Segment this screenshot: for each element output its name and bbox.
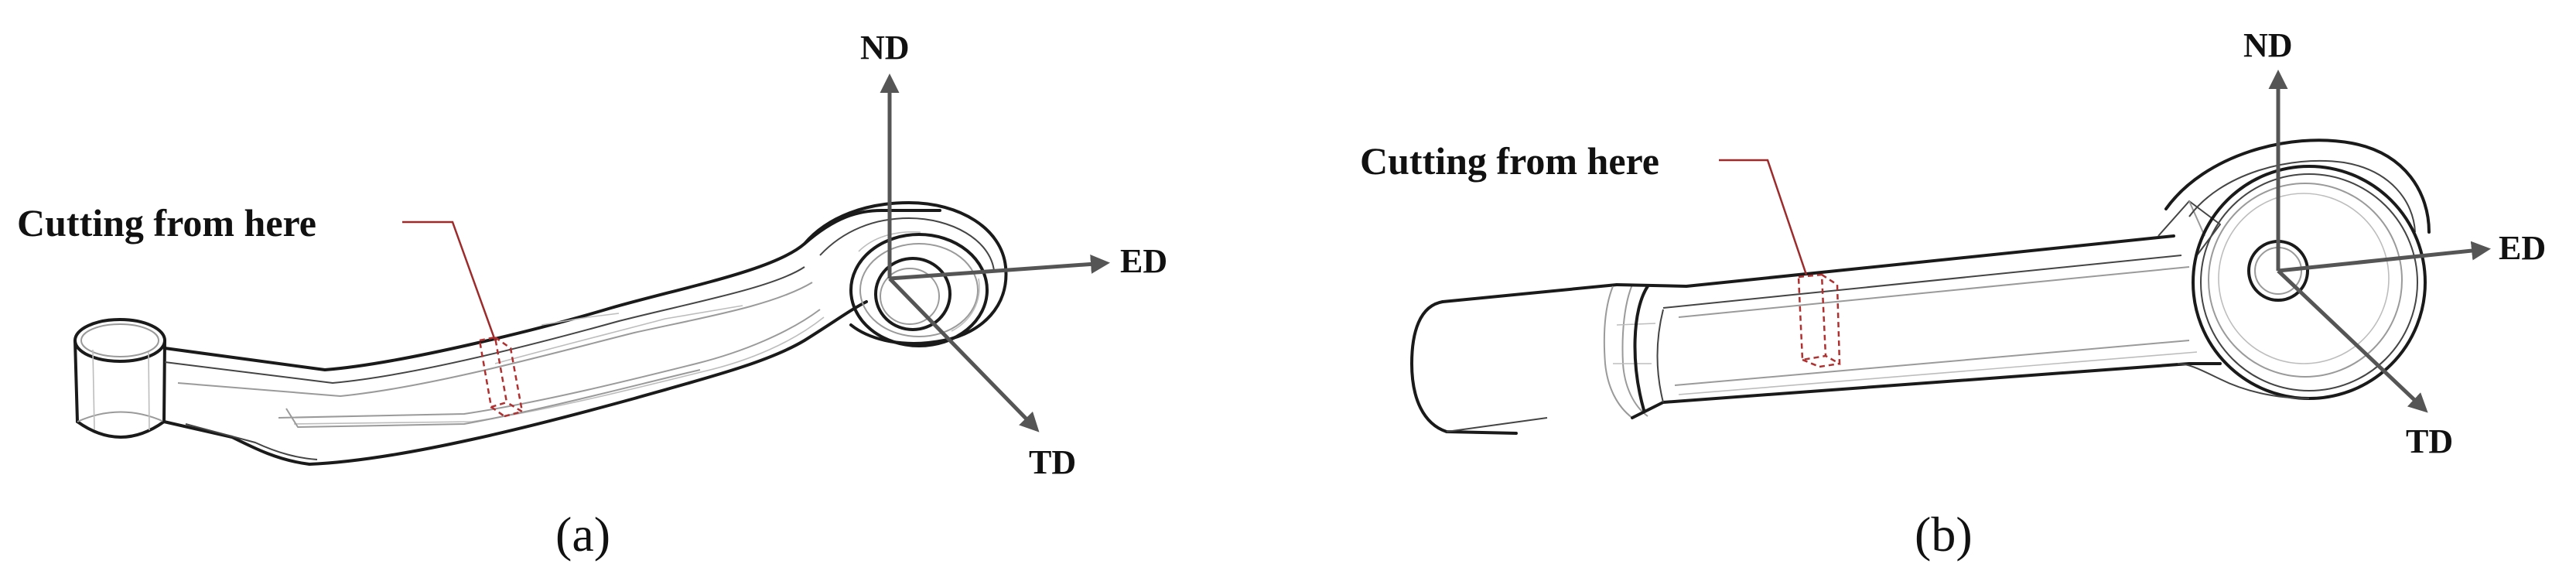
panel-b-ed-label: ED [2499,229,2546,267]
panel-a-cut-marker [478,336,524,418]
panel-b-eye [2164,138,2431,400]
panel-b-axes: ND ED TD [2243,26,2546,460]
panel-a-callout: Cutting from here [17,201,497,341]
panel-b-nd-label: ND [2243,26,2293,64]
panel-b-shank [1615,200,2222,419]
panel-b-callout: Cutting from here [1360,139,1808,275]
panel-a-part-drawing [73,201,1008,466]
panel-a-small-boss [73,318,166,439]
panel-b-td-label: TD [2406,422,2453,460]
panel-b-td-arrow [2277,269,2428,413]
panel-a-callout-text: Cutting from here [17,201,316,244]
panel-a-arm [162,209,941,466]
panel-b-part-drawing [1410,138,2431,435]
panel-b-cut-marker [1797,273,1841,368]
panel-a-td-arrow [888,277,1040,432]
panel-a-axes: ND ED TD [860,29,1167,481]
panel-b-callout-text: Cutting from here [1360,139,1659,183]
panel-a-leader-line [402,220,497,341]
panel-b: Cutting from here ND ED TD (b) [1360,26,2546,562]
panel-a-eye-boss [803,201,1008,347]
panel-b-end-block [1410,283,1656,435]
panel-a-ed-arrow [889,254,1110,281]
panel-b-leader-line [1719,159,1808,275]
panel-a-nd-label: ND [860,29,910,67]
panel-b-label: (b) [1915,507,1973,562]
panel-a: Cutting from here ND ED TD (a) [17,29,1167,562]
panel-b-ed-arrow [2277,241,2491,273]
panel-a-ed-label: ED [1120,242,1167,280]
panel-a-label: (a) [555,507,610,562]
panel-a-td-label: TD [1029,443,1076,481]
